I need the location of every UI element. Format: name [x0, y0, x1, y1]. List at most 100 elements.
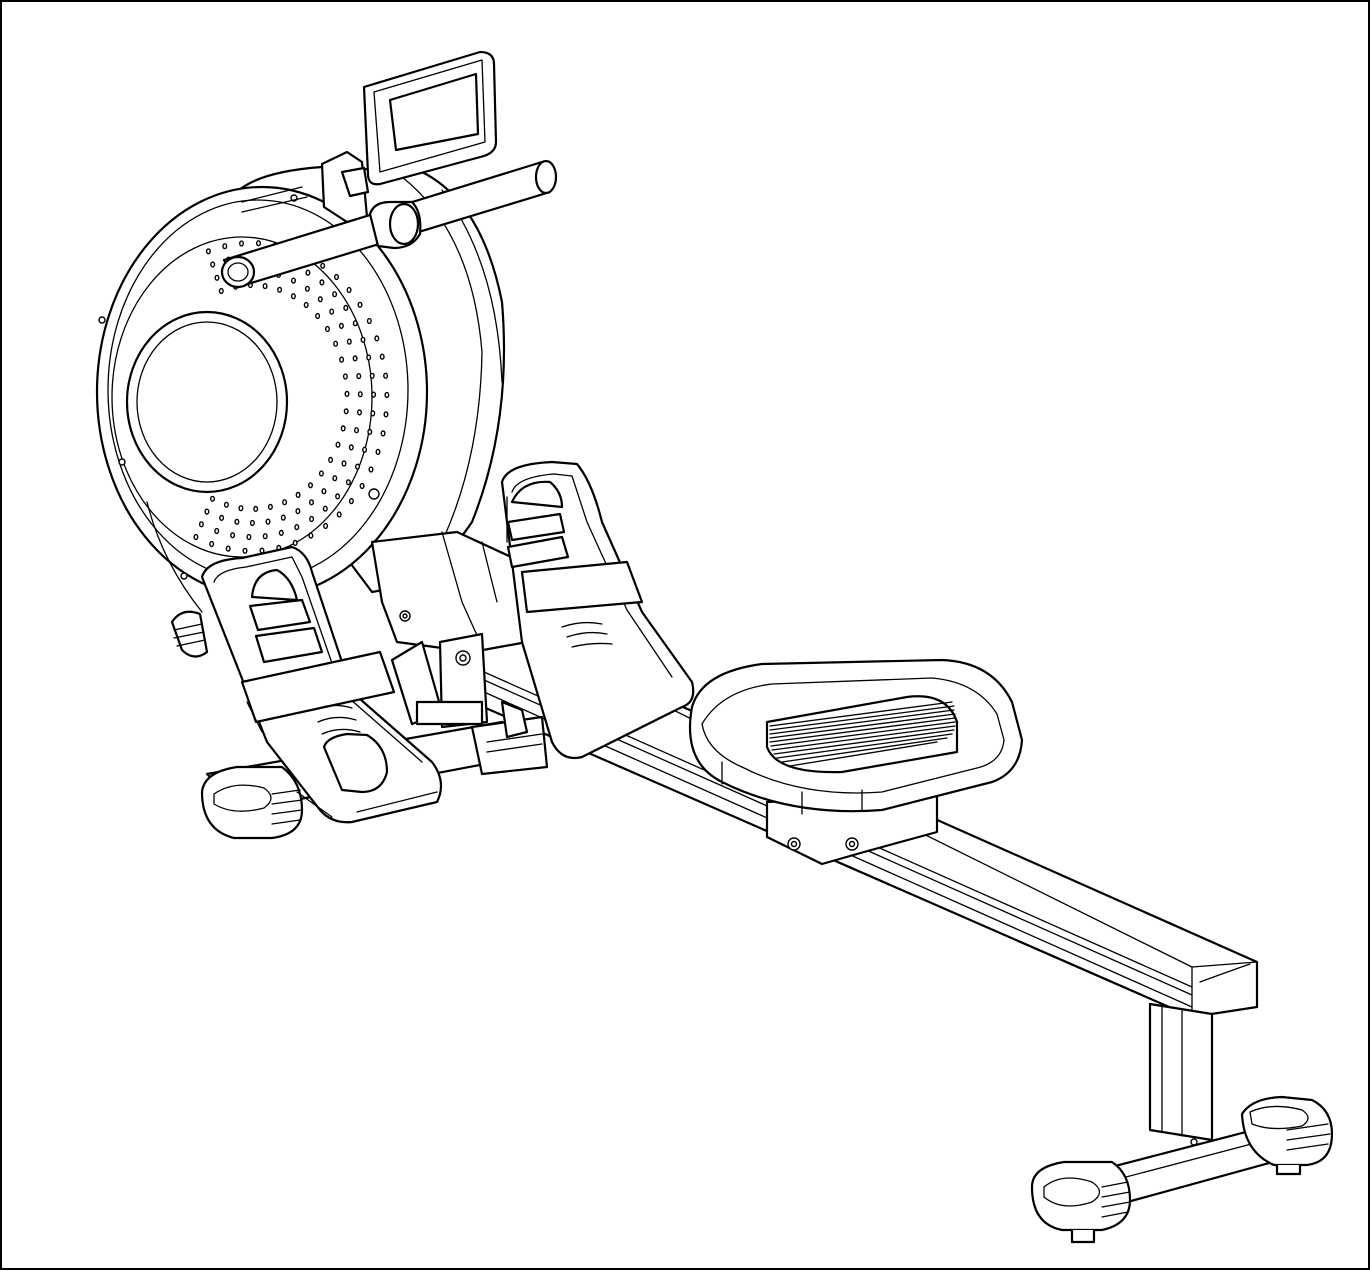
- vent-hole: [354, 427, 360, 434]
- vent-hole: [295, 491, 301, 499]
- vent-hole: [309, 499, 315, 506]
- vent-hole: [342, 373, 348, 380]
- vent-hole: [332, 475, 338, 482]
- vent-hole: [303, 301, 309, 309]
- vent-hole: [209, 495, 215, 502]
- vent-hole: [357, 391, 363, 398]
- rear-foot-cap-left: [1030, 1160, 1132, 1244]
- vent-hole: [209, 540, 215, 548]
- vent-hole: [291, 277, 297, 284]
- vent-hole: [214, 527, 220, 535]
- rear-stand: [1148, 1002, 1214, 1146]
- vent-hole: [346, 338, 352, 345]
- vent-hole: [253, 505, 259, 513]
- seat: [688, 658, 1024, 815]
- vent-hole: [384, 391, 390, 399]
- vent-hole: [343, 304, 349, 312]
- vent-hole: [218, 287, 224, 295]
- vent-hole: [366, 317, 372, 325]
- vent-hole: [308, 482, 314, 489]
- vent-hole: [336, 511, 342, 518]
- handle-bar: [220, 159, 558, 289]
- vent-hole: [356, 373, 362, 380]
- vent-hole: [223, 501, 229, 508]
- vent-hole: [352, 355, 358, 362]
- vent-hole: [357, 301, 363, 308]
- vent-hole: [335, 493, 341, 500]
- vent-hole: [280, 514, 286, 521]
- vent-hole: [198, 521, 204, 528]
- front-frame: [370, 530, 529, 729]
- flywheel-housing-front: [95, 185, 429, 599]
- vent-hole: [305, 269, 311, 276]
- vent-hole: [367, 428, 373, 436]
- vent-hole: [317, 296, 323, 303]
- vent-hole: [205, 248, 211, 255]
- vent-hole: [343, 408, 349, 415]
- vent-hole: [294, 523, 300, 531]
- vent-hole: [344, 390, 350, 398]
- vent-hole: [238, 505, 244, 512]
- vent-hole: [322, 505, 328, 512]
- vent-hole: [320, 262, 326, 269]
- vent-hole: [340, 425, 346, 432]
- vent-hole: [328, 456, 334, 464]
- vent-hole: [277, 286, 283, 293]
- vent-hole: [262, 533, 268, 540]
- vent-hole: [204, 508, 210, 515]
- vent-hole: [325, 325, 331, 333]
- vent-hole: [333, 340, 339, 347]
- left-footplate: [200, 545, 443, 824]
- vent-hole: [238, 240, 244, 247]
- vent-hole: [249, 519, 255, 527]
- vent-hole: [383, 372, 389, 379]
- vent-hole: [366, 354, 372, 361]
- shock-coil: [146, 501, 209, 658]
- vent-hole: [292, 539, 298, 547]
- vent-hole: [323, 522, 329, 530]
- vent-hole: [352, 320, 358, 327]
- vent-hole: [267, 503, 273, 511]
- vent-hole: [219, 514, 225, 522]
- vent-hole: [346, 286, 352, 294]
- vent-hole: [375, 448, 381, 456]
- vent-hole: [379, 353, 385, 360]
- vent-hole: [370, 410, 376, 417]
- vent-hole: [383, 411, 389, 418]
- vent-hole: [234, 518, 240, 525]
- vent-hole: [210, 261, 216, 268]
- vent-hole: [380, 430, 386, 437]
- rear-foot-cap-right: [1240, 1095, 1334, 1176]
- vent-hole: [282, 499, 288, 506]
- vent-hole: [329, 308, 335, 315]
- front-foot-cap: [200, 765, 304, 840]
- vent-hole: [262, 283, 268, 290]
- vent-hole: [355, 463, 361, 470]
- vent-hole: [255, 240, 261, 247]
- vent-hole: [242, 547, 248, 554]
- vent-hole: [335, 441, 341, 448]
- vent-hole: [319, 279, 325, 286]
- vent-hole: [230, 532, 236, 539]
- vent-hole: [362, 446, 368, 453]
- vent-hole: [374, 335, 380, 342]
- vent-hole: [348, 498, 354, 505]
- vent-hole: [369, 372, 375, 379]
- vent-hole: [246, 533, 252, 541]
- vent-hole: [359, 482, 365, 490]
- vent-hole: [332, 291, 338, 298]
- vent-hole: [193, 533, 199, 541]
- vent-hole: [290, 293, 296, 300]
- vent-hole: [368, 466, 374, 473]
- vent-hole: [371, 391, 377, 398]
- vent-hole: [278, 529, 284, 537]
- vent-hole: [334, 273, 340, 281]
- vent-hole: [357, 409, 363, 416]
- vent-hole: [348, 444, 354, 451]
- right-footplate: [500, 460, 695, 760]
- vent-hole: [308, 532, 314, 539]
- vent-hole: [214, 274, 220, 281]
- vent-hole: [318, 470, 324, 477]
- vent-hole: [341, 460, 347, 467]
